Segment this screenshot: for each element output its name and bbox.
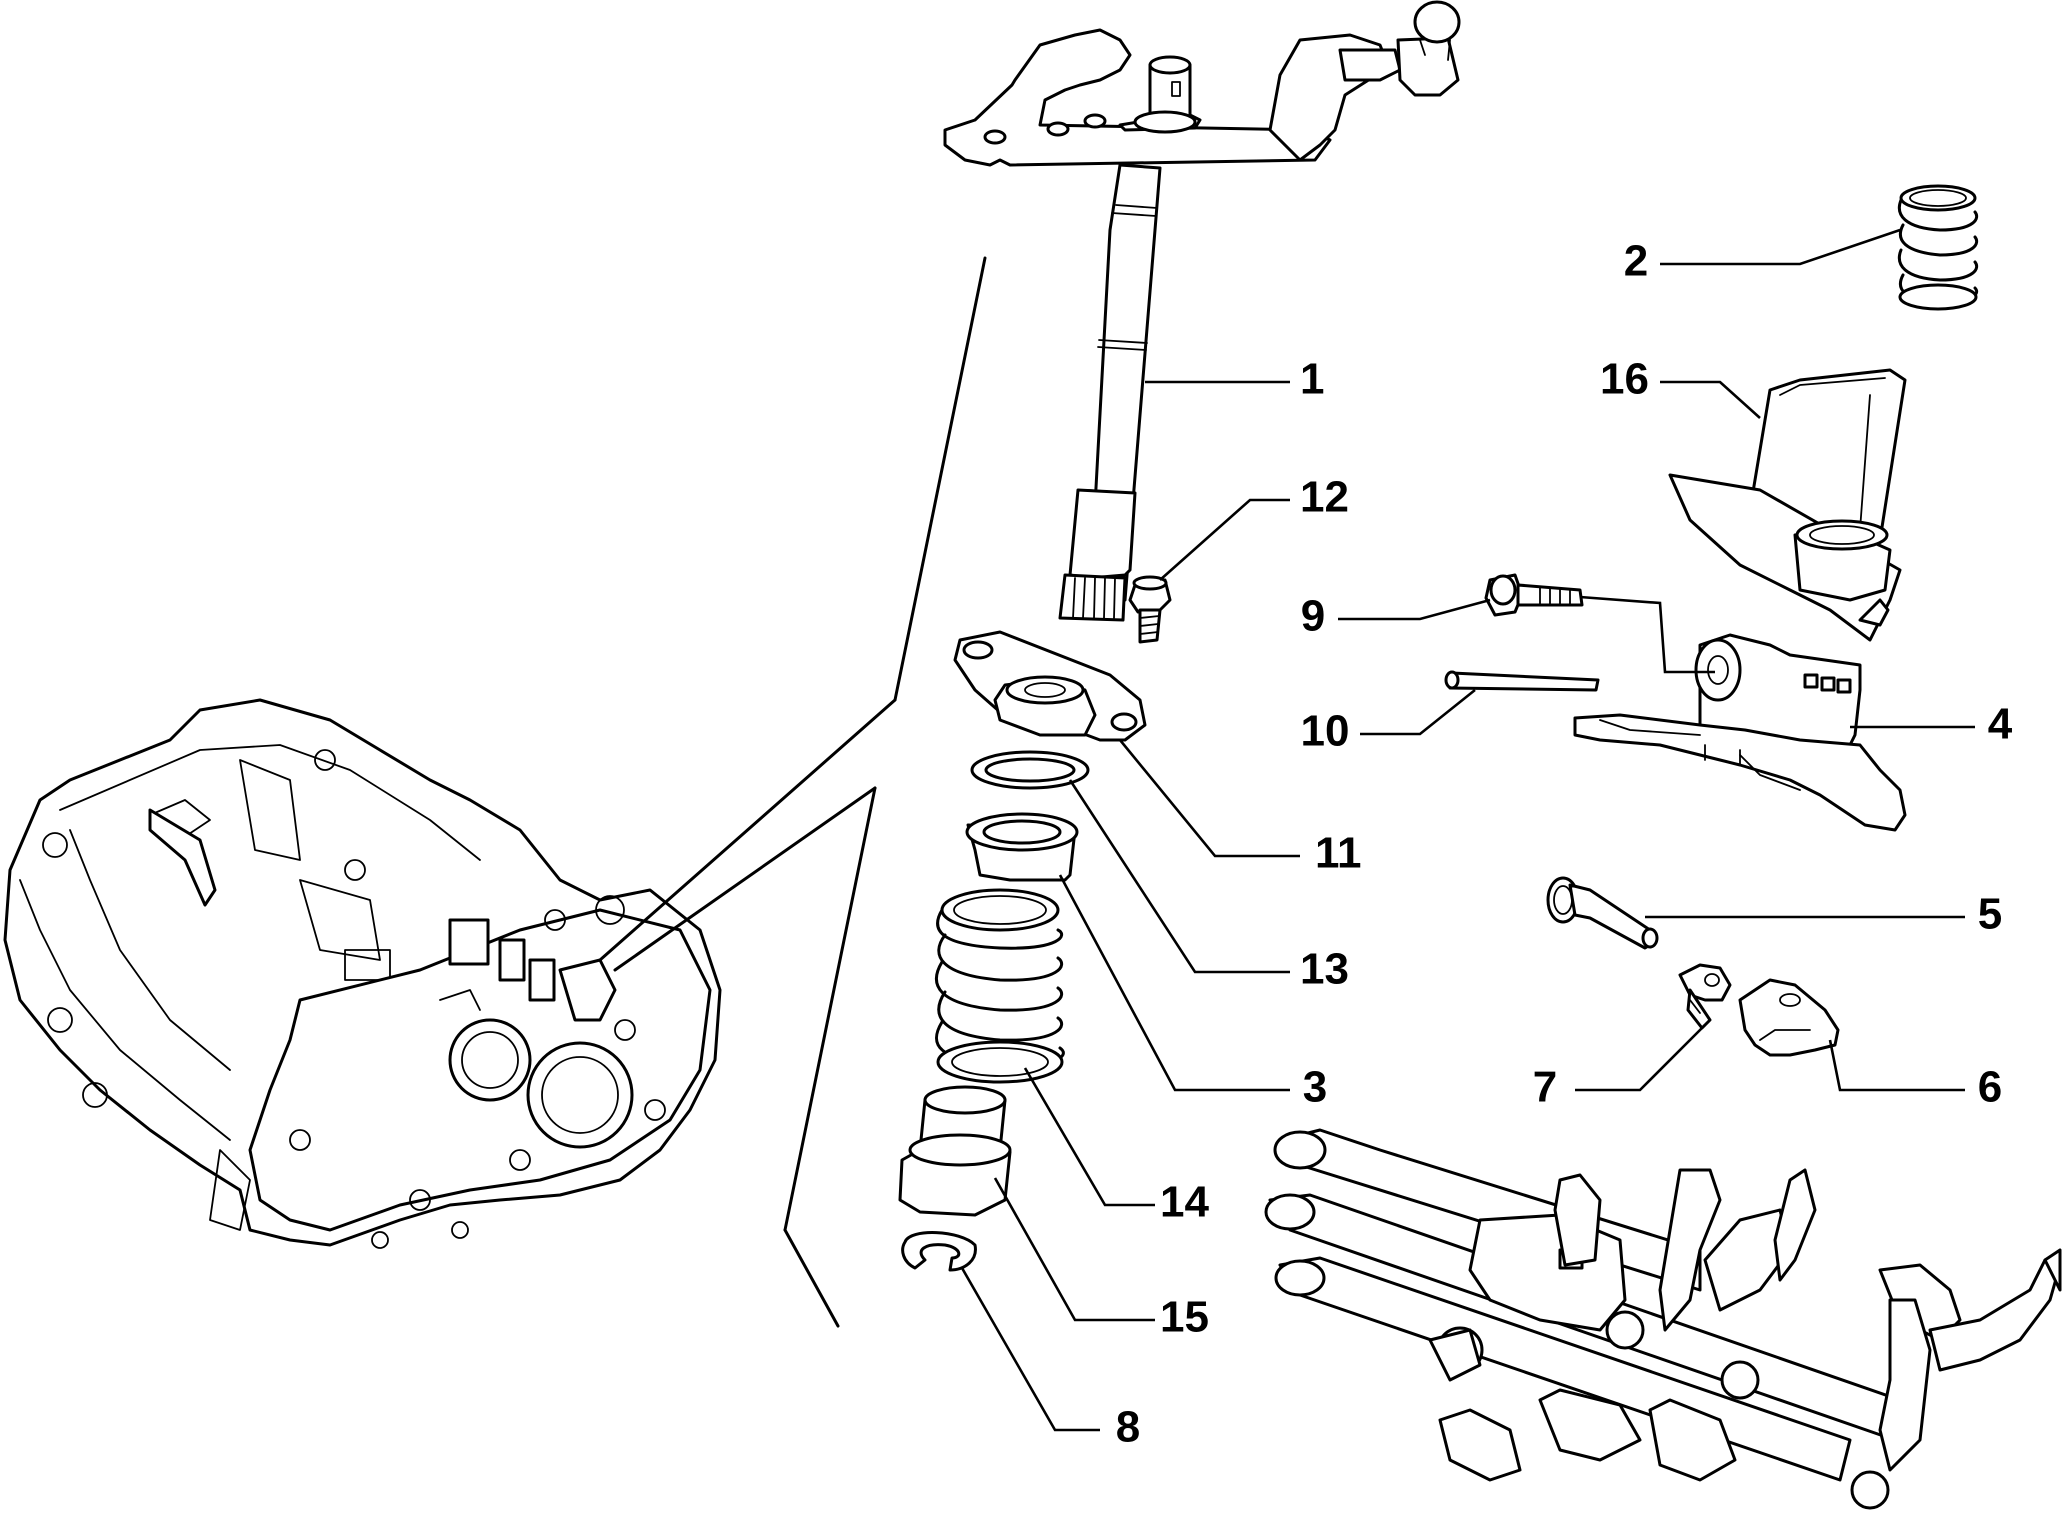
callout-6: 6 (1978, 1063, 2002, 1112)
selector-body-4 (1573, 633, 1907, 832)
callout-12: 12 (1300, 473, 1349, 522)
leader-15 (993, 1177, 1155, 1322)
callout-1: 1 (1300, 355, 1324, 404)
leader-9 (1338, 598, 1491, 621)
callout-11: 11 (1315, 829, 1362, 878)
callout-7: 7 (1533, 1063, 1557, 1112)
bushing-3 (965, 812, 1079, 882)
guide-bracket-16 (1668, 368, 1907, 642)
callout-15: 15 (1160, 1293, 1209, 1342)
callout-labels: 1 2 3 4 5 6 7 8 9 10 11 12 13 14 15 16 (1116, 237, 2013, 1452)
washer-13 (970, 750, 1090, 790)
leader-11 (1118, 739, 1300, 858)
callout-14: 14 (1160, 1178, 1209, 1227)
leader-2 (1660, 228, 1901, 266)
leader-14 (1023, 1067, 1155, 1207)
circlip-8 (901, 1231, 977, 1272)
leader-3 (1058, 874, 1290, 1092)
coil-spring-14 (934, 888, 1065, 1084)
callout-8: 8 (1116, 1403, 1140, 1452)
callout-10: 10 (1301, 707, 1350, 756)
bushing-15 (898, 1085, 1012, 1217)
spring-2 (1897, 184, 1979, 311)
callout-13: 13 (1300, 945, 1349, 994)
pin-5 (1546, 876, 1659, 950)
leader-10 (1360, 688, 1476, 736)
leader-13 (1068, 779, 1290, 974)
leader-12 (1159, 498, 1290, 581)
bolt-12 (1128, 575, 1172, 644)
leader-16 (1660, 380, 1761, 419)
detent-block-6 (1738, 978, 1840, 1057)
gearbox-housing (3, 698, 722, 1249)
callout-4: 4 (1988, 700, 2013, 749)
bolt-9 (1484, 573, 1584, 617)
callout-2: 2 (1624, 237, 1648, 286)
callout-3: 3 (1303, 1063, 1327, 1112)
flange-plate-11 (953, 630, 1147, 742)
detail-wedge-lines (598, 256, 987, 1328)
shift-shaft-lever (943, 0, 1461, 622)
leader-6 (1828, 1039, 1965, 1092)
leader-8 (960, 1267, 1100, 1432)
callout-5: 5 (1978, 890, 2002, 939)
leader-lines (960, 228, 1975, 1432)
callout-9: 9 (1301, 592, 1325, 641)
callout-16: 16 (1600, 355, 1649, 404)
shift-rails-forks (1264, 1128, 2062, 1510)
pin-10 (1444, 670, 1600, 692)
leader-7 (1575, 1024, 1706, 1092)
clip-7 (1678, 963, 1732, 1030)
leader-9b (1579, 595, 1715, 674)
